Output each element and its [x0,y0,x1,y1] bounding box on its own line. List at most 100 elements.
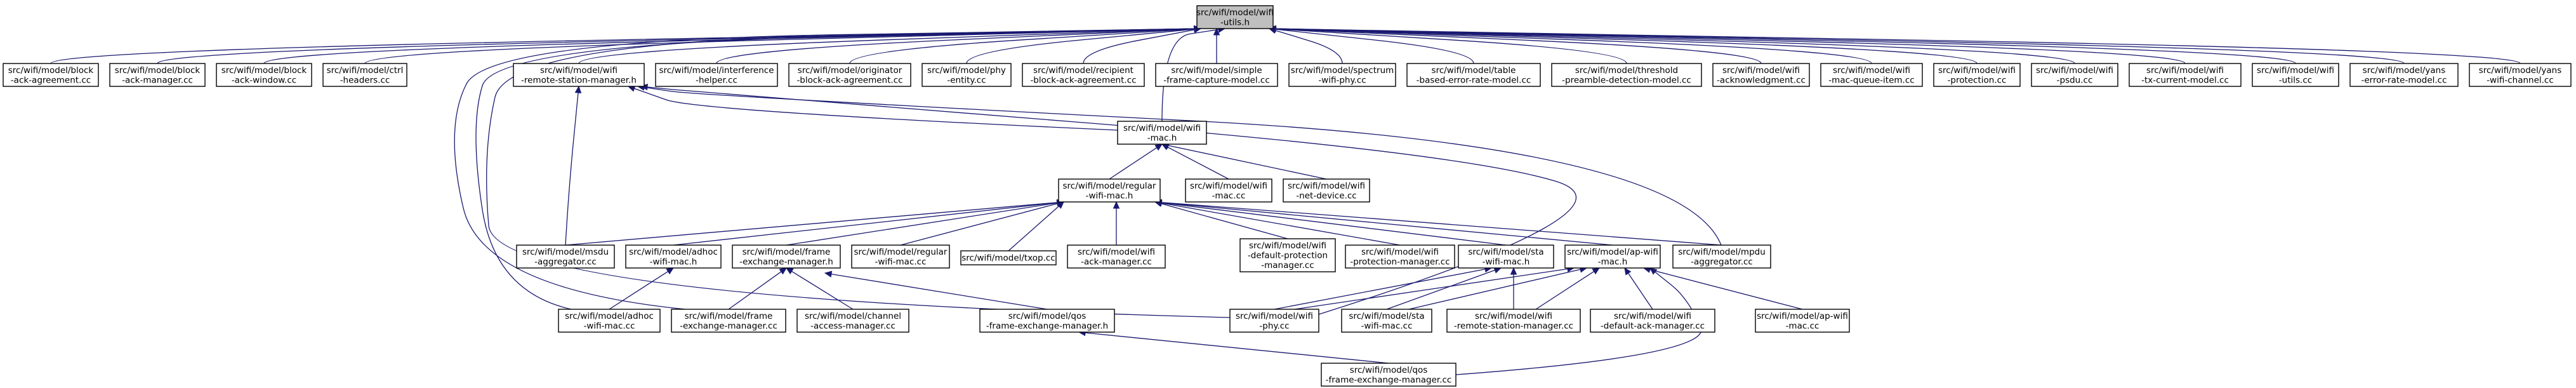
node-threshold-preamble-detection-model-cc[interactable]: src/wifi/model/threshold-preamble-detect… [1551,63,1702,87]
node-box [216,63,312,87]
node-wifi-acknowledgment-cc[interactable]: src/wifi/model/wifi-acknowledgment.cc [1712,63,1810,87]
node-wifi-protection-manager-cc[interactable]: src/wifi/model/wifi-protection-manager.c… [1345,244,1455,269]
edge-line [454,28,1195,310]
node-remote-station-manager-h[interactable]: src/wifi/model/wifi-remote-station-manag… [513,63,645,87]
node-interference-helper-cc[interactable]: src/wifi/model/interference-helper.cc [655,63,778,87]
node-label-line: src/wifi/model/wifi [1475,311,1552,321]
node-block-ack-manager-cc[interactable]: src/wifi/model/block-ack-manager.cc [109,63,206,87]
node-adhoc-wifi-mac-h[interactable]: src/wifi/model/adhoc-wifi-mac.h [625,244,722,269]
node-box [732,244,841,269]
node-spectrum-wifi-phy-cc[interactable]: src/wifi/model/spectrum-wifi-phy.cc [1288,63,1396,87]
node-label-line: src/wifi/model/wifi [540,65,618,76]
node-wifi-mac-h[interactable]: src/wifi/model/wifi-mac.h [1117,121,1207,145]
edge-sta-wifi-mac-cc-to-ap-wifi-mac-h [1408,266,1588,310]
edge-line [786,202,1058,246]
edge-line [966,29,1195,64]
node-wifi-default-ack-manager-cc[interactable]: src/wifi/model/wifi-default-ack-manager.… [1590,309,1715,333]
arrowhead [824,271,833,278]
node-box [1406,63,1541,87]
node-label-line: -access-manager.cc [810,321,895,331]
node-recipient-block-ack-agreement-cc[interactable]: src/wifi/model/recipient-block-ack-agree… [1022,63,1145,87]
node-regular-wifi-mac-cc[interactable]: src/wifi/model/regular-wifi-mac.cc [851,244,950,269]
node-label-line: -entity.cc [947,75,986,85]
edge-line [831,273,1048,310]
node-yans-wifi-channel-cc[interactable]: src/wifi/model/yans-wifi-channel.cc [2469,63,2572,87]
node-yans-error-rate-model-cc[interactable]: src/wifi/model/yans-error-rate-model.cc [2349,63,2459,87]
edge-line [1275,28,2075,64]
node-label-line: src/wifi/model/recipient [1033,65,1133,76]
node-simple-frame-capture-model-cc[interactable]: src/wifi/model/simple-frame-capture-mode… [1155,63,1278,87]
node-label-line: src/wifi/model/wifi [1190,181,1267,191]
node-label-line: src/wifi/model/qos [1008,311,1087,321]
node-label-line: src/wifi/model/wifi [1361,247,1439,257]
node-txop-cc[interactable]: src/wifi/model/txop.cc [960,250,1057,265]
node-label-line: -ack-window.cc [232,75,296,85]
node-box [109,63,206,87]
node-box [625,244,722,269]
node-table-based-error-rate-model-cc[interactable]: src/wifi/model/table-based-error-rate-mo… [1406,63,1541,87]
edge-ap-wifi-mac-h-to-regular-wifi-mac-h [1154,199,1613,246]
node-box [1067,244,1166,269]
node-qos-frame-exchange-manager-h[interactable]: src/wifi/model/qos-frame-exchange-manage… [979,309,1115,333]
node-sta-wifi-mac-h[interactable]: src/wifi/model/sta-wifi-mac.h [1458,244,1554,269]
node-channel-access-manager-cc[interactable]: src/wifi/model/channel-access-manager.cc [796,309,909,333]
node-msdu-aggregator-cc[interactable]: src/wifi/model/msdu-aggregator.cc [516,244,615,269]
node-box [2129,63,2242,87]
node-label-line: -psdu.cc [2057,75,2093,85]
node-wifi-mac-cc[interactable]: src/wifi/model/wifi-mac.cc [1185,178,1272,203]
node-wifi-tx-current-model-cc[interactable]: src/wifi/model/wifi-tx-current-model.cc [2129,63,2242,87]
edge-line [1275,28,1762,64]
node-frame-exchange-manager-h[interactable]: src/wifi/model/frame-exchange-manager.h [732,244,841,269]
node-regular-wifi-mac-h[interactable]: src/wifi/model/regular-wifi-mac.h [1058,178,1161,203]
edge-wifi-phy-cc-to-ap-wifi-mac-h [1294,265,1575,310]
node-box [1755,309,1850,333]
node-label-line: src/wifi/model/yans [2479,65,2562,76]
node-label-line: -exchange-manager.cc [680,321,777,331]
node-wifi-psdu-cc[interactable]: src/wifi/model/wifi-psdu.cc [2031,63,2118,87]
edge-line [1085,332,1389,364]
node-label-line: -utils.cc [2279,75,2312,85]
node-block-ack-agreement-cc[interactable]: src/wifi/model/block-ack-agreement.cc [3,63,99,87]
edge-line [1275,28,2521,64]
node-wifi-mac-queue-item-cc[interactable]: src/wifi/model/wifi-mac-queue-item.cc [1820,63,1923,87]
node-phy-entity-cc[interactable]: src/wifi/model/phy-entity.cc [921,63,1012,87]
edge-line [1275,30,1343,64]
node-box [1672,244,1771,269]
node-wifi-ack-manager-cc[interactable]: src/wifi/model/wifi-ack-manager.cc [1067,244,1166,269]
node-wifi-phy-cc[interactable]: src/wifi/model/wifi-phy.cc [1229,309,1319,333]
node-frame-exchange-manager-cc[interactable]: src/wifi/model/frame-exchange-manager.cc [671,309,786,333]
node-wifi-default-protection-manager-cc[interactable]: src/wifi/model/wifi-default-protection-m… [1239,238,1336,272]
node-box [851,244,950,269]
node-sta-wifi-mac-cc[interactable]: src/wifi/model/sta-wifi-mac.cc [1341,309,1432,333]
node-label-line: src/wifi/model/wifi [1722,65,1800,76]
node-qos-frame-exchange-manager-cc[interactable]: src/wifi/model/qos-frame-exchange-manage… [1321,363,1456,387]
edge-line [1649,269,1803,310]
node-label-line: src/wifi/model/block [8,65,94,76]
node-box [1446,309,1581,333]
node-label-line: -protection.cc [1948,75,2007,85]
node-label-line: src/wifi/model/ctrl [327,65,404,76]
node-wifi-protection-cc[interactable]: src/wifi/model/wifi-protection.cc [1933,63,2021,87]
node-label-line: src/wifi/model/channel [805,311,901,321]
edge-wifi-remote-station-manager-cc-to-sta-wifi-mac-h [1510,267,1517,309]
edge-remote-station-manager-h-to-wifi-utils-h [578,25,1202,64]
edge-wifi-mac-h-to-remote-station-manager-h [627,85,1118,131]
node-label-line: src/wifi/model/wifi [1288,181,1365,191]
node-adhoc-wifi-mac-cc[interactable]: src/wifi/model/adhoc-wifi-mac.cc [558,309,661,333]
node-wifi-remote-station-manager-cc[interactable]: src/wifi/model/wifi-remote-station-manag… [1446,309,1581,333]
node-ap-wifi-mac-cc[interactable]: src/wifi/model/ap-wifi-mac.cc [1755,309,1850,333]
node-block-ack-window-cc[interactable]: src/wifi/model/block-ack-window.cc [216,63,312,87]
edge-line [634,88,1118,131]
edge-line [1161,202,1507,246]
node-ap-wifi-mac-h[interactable]: src/wifi/model/ap-wifi-mac.h [1564,244,1661,269]
node-wifi-utils-cc[interactable]: src/wifi/model/wifi-utils.cc [2252,63,2339,87]
node-mpdu-aggregator-cc[interactable]: src/wifi/model/mpdu-aggregator.cc [1672,244,1771,269]
node-ctrl-headers-cc[interactable]: src/wifi/model/ctrl-headers.cc [322,63,407,87]
node-originator-block-ack-agreement-cc[interactable]: src/wifi/model/originator-block-ack-agre… [788,63,911,87]
edge-line [475,28,1195,310]
edge-line [1167,147,1229,180]
node-wifi-net-device-cc[interactable]: src/wifi/model/wifi-net-device.cc [1283,178,1370,203]
edge-wifi-default-ack-manager-cc-to-ap-wifi-mac-h [1624,267,1653,310]
node-wifi-utils-h[interactable]: src/wifi/model/wifi-utils.h [1196,5,1274,29]
edge-line [1161,203,1288,239]
